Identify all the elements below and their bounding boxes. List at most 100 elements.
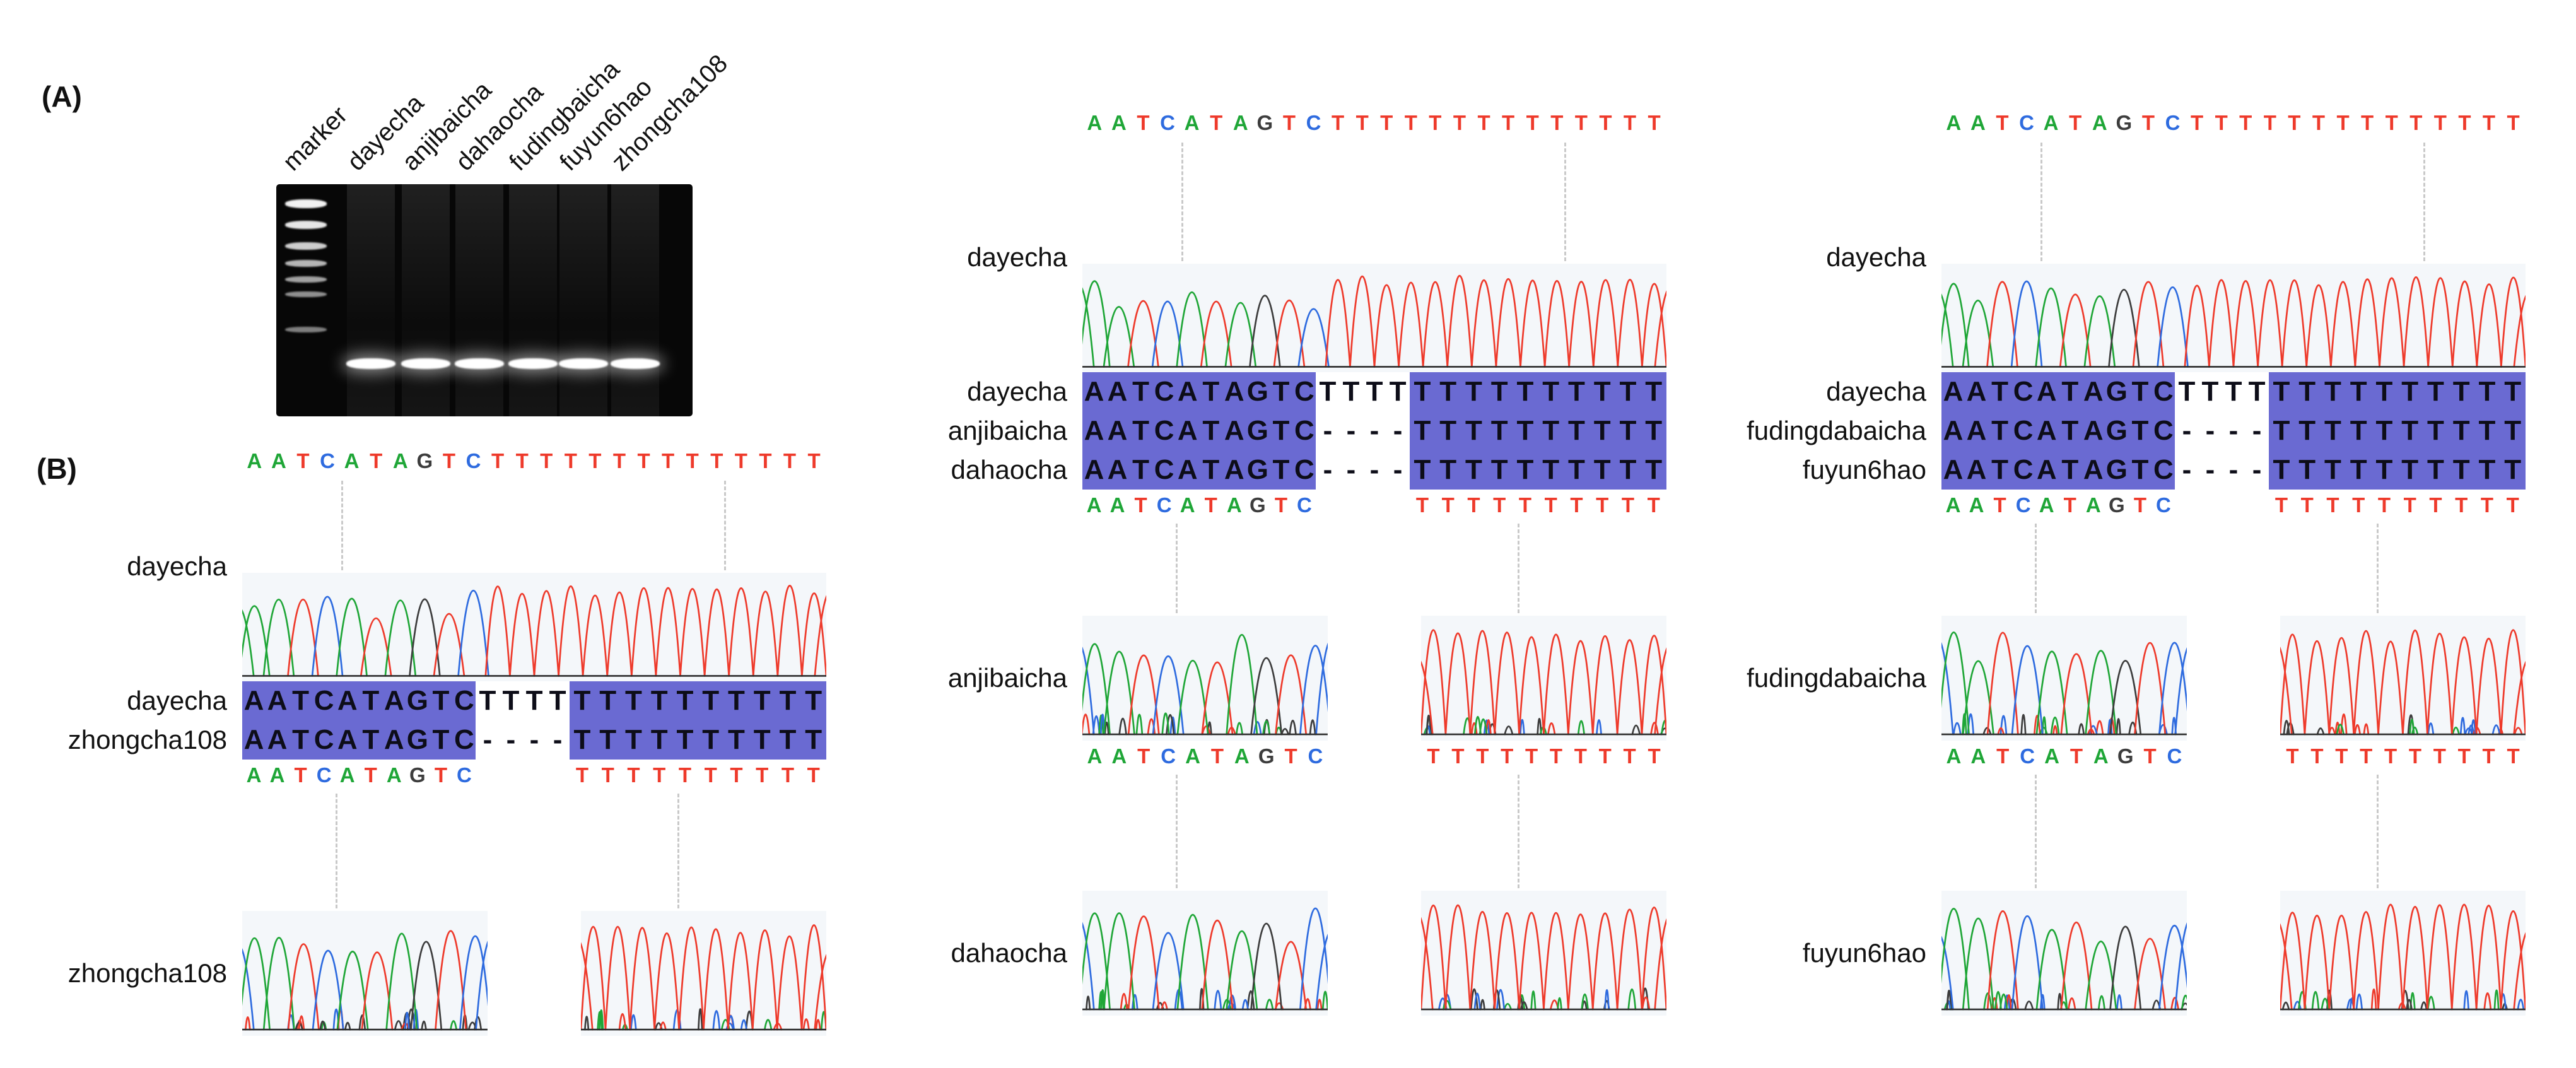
base-letter: - [1346, 454, 1356, 485]
base-letter: T [734, 449, 747, 472]
base-letter: T [1274, 493, 1287, 517]
base-letter: T [637, 449, 650, 472]
base-letter: C [2167, 744, 2182, 768]
base-letter: T [2433, 744, 2446, 768]
base-letter: T [2360, 744, 2373, 768]
base-letter: T [704, 763, 717, 787]
base-letter: A [1109, 493, 1125, 517]
base-letter: T [2312, 111, 2326, 134]
alignment-row-label: dayecha [127, 686, 227, 715]
base-letter: T [564, 449, 577, 472]
base-letter: T [2324, 415, 2341, 446]
base-letter: T [1493, 493, 1506, 517]
base-letter: T [1284, 744, 1297, 768]
base-letter: A [1177, 415, 1198, 446]
base-letter: T [676, 724, 694, 755]
base-letter: T [364, 763, 377, 787]
base-letter: T [2324, 376, 2341, 407]
base-letter: A [1107, 454, 1128, 485]
base-letter: T [1272, 454, 1290, 485]
base-letter: T [2427, 454, 2444, 485]
base-letter: - [2205, 454, 2215, 485]
base-letter: T [686, 449, 699, 472]
base-letter: T [2455, 493, 2468, 517]
base-letter: T [2286, 744, 2299, 768]
base-letter: A [247, 449, 262, 472]
base-letter: A [1107, 415, 1128, 446]
base-letter: T [573, 685, 591, 716]
base-letter: T [624, 724, 642, 755]
base-letter: A [1086, 493, 1102, 517]
gel-sample-band [508, 358, 558, 369]
base-letter: T [540, 449, 553, 472]
base-letter: A [2083, 376, 2104, 407]
base-letter: T [1210, 744, 1224, 768]
base-letter: T [1991, 376, 2009, 407]
base-letter: C [1161, 744, 1176, 768]
comparison-label: fudingdabaicha [1747, 663, 1926, 693]
reference-label: dayecha [1826, 242, 1926, 272]
base-letter: A [1966, 376, 1987, 407]
base-letter: A [1969, 493, 1984, 517]
base-letter: T [1210, 111, 1223, 134]
base-letter: T [2478, 415, 2496, 446]
chromatogram-trace [242, 911, 488, 1036]
alignment-row-label: zhongcha108 [67, 725, 227, 754]
comparison-chromatogram [1082, 891, 1666, 1016]
base-letter: - [2205, 415, 2215, 446]
chromatogram-trace [1082, 616, 1328, 741]
alignment-guide-line [1517, 524, 1519, 613]
base-letter: - [2182, 415, 2192, 446]
base-letter: T [1389, 376, 1407, 407]
base-letter: - [2228, 415, 2239, 446]
base-letter: A [1087, 744, 1103, 768]
base-letter: C [1297, 493, 1312, 517]
base-letter: - [1393, 454, 1403, 485]
base-letter: T [1648, 111, 1661, 134]
base-letter: T [1414, 454, 1431, 485]
alignment-guide-line [1564, 143, 1566, 261]
base-letter: T [710, 449, 723, 472]
base-letter: A [1234, 744, 1250, 768]
base-letter: T [1501, 744, 1514, 768]
base-letter: T [1134, 493, 1147, 517]
base-letter: T [502, 685, 520, 716]
base-letter: A [243, 685, 264, 716]
base-letter: T [702, 685, 720, 716]
base-letter: T [807, 763, 820, 787]
base-letter: T [1202, 454, 1220, 485]
base-letter: T [2507, 111, 2520, 134]
base-letter: A [2093, 744, 2109, 768]
base-letter: T [650, 685, 668, 716]
base-letter: T [779, 685, 797, 716]
base-letter: A [1087, 111, 1103, 134]
base-letter: T [2482, 744, 2495, 768]
base-letter: T [442, 449, 455, 472]
base-letter: T [2504, 415, 2522, 446]
base-letter: T [2408, 744, 2422, 768]
base-letter: A [1970, 111, 1986, 134]
base-letter: T [783, 449, 797, 472]
base-letter: T [362, 724, 380, 755]
gel-lane-smear [455, 184, 503, 416]
base-letter: T [1567, 376, 1585, 407]
base-letter: T [759, 449, 772, 472]
base-letter: A [1946, 111, 1962, 134]
base-letter: T [1574, 111, 1588, 134]
base-letter: T [1542, 454, 1560, 485]
base-letter: G [2105, 415, 2128, 446]
reference-chromatogram [1082, 264, 1666, 372]
base-letter: - [529, 724, 539, 755]
comparison-chromatogram [242, 911, 826, 1036]
base-letter: T [525, 685, 543, 716]
base-letter: - [1393, 415, 1403, 446]
alignment-row-label: fudingdabaicha [1747, 416, 1926, 445]
base-letter: G [1246, 454, 1268, 485]
base-letter: T [1451, 744, 1465, 768]
base-letter: G [2109, 493, 2125, 517]
